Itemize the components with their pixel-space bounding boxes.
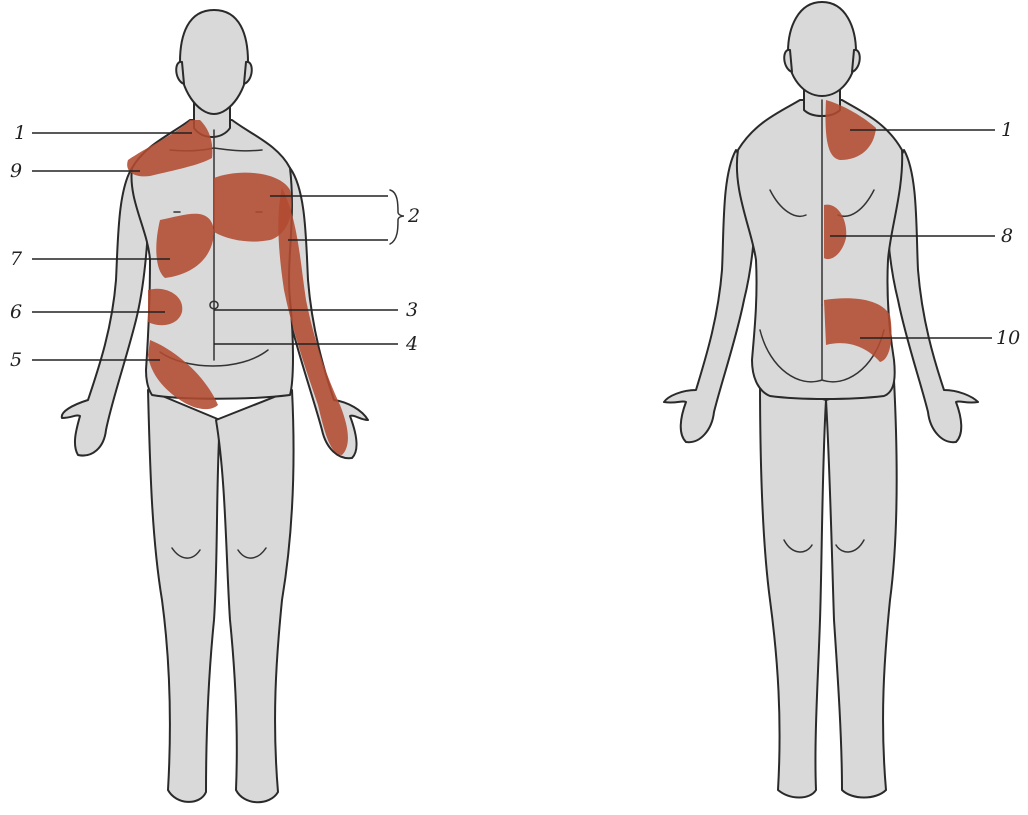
- label-1-back: 1: [1001, 119, 1013, 141]
- back-figure: [664, 2, 978, 798]
- front-ear-right: [244, 62, 252, 84]
- back-ear-right: [852, 50, 860, 72]
- label-7: 7: [10, 248, 23, 270]
- front-ear-left: [176, 62, 184, 84]
- back-left-leg: [760, 380, 826, 798]
- label-6: 6: [10, 301, 22, 323]
- front-left-leg: [148, 390, 220, 802]
- label-8: 8: [1001, 225, 1013, 247]
- back-right-leg: [826, 380, 897, 798]
- label-9: 9: [10, 160, 22, 182]
- label-3: 3: [406, 299, 418, 321]
- label-4: 4: [405, 333, 418, 355]
- front-right-leg: [216, 390, 294, 802]
- label-5: 5: [10, 349, 22, 371]
- back-ear-left: [784, 50, 792, 72]
- back-head: [788, 2, 856, 96]
- brace-2: [390, 190, 404, 244]
- label-10: 10: [996, 327, 1020, 349]
- label-2: 2: [407, 205, 420, 227]
- label-1-front: 1: [14, 122, 26, 144]
- front-head: [180, 10, 248, 114]
